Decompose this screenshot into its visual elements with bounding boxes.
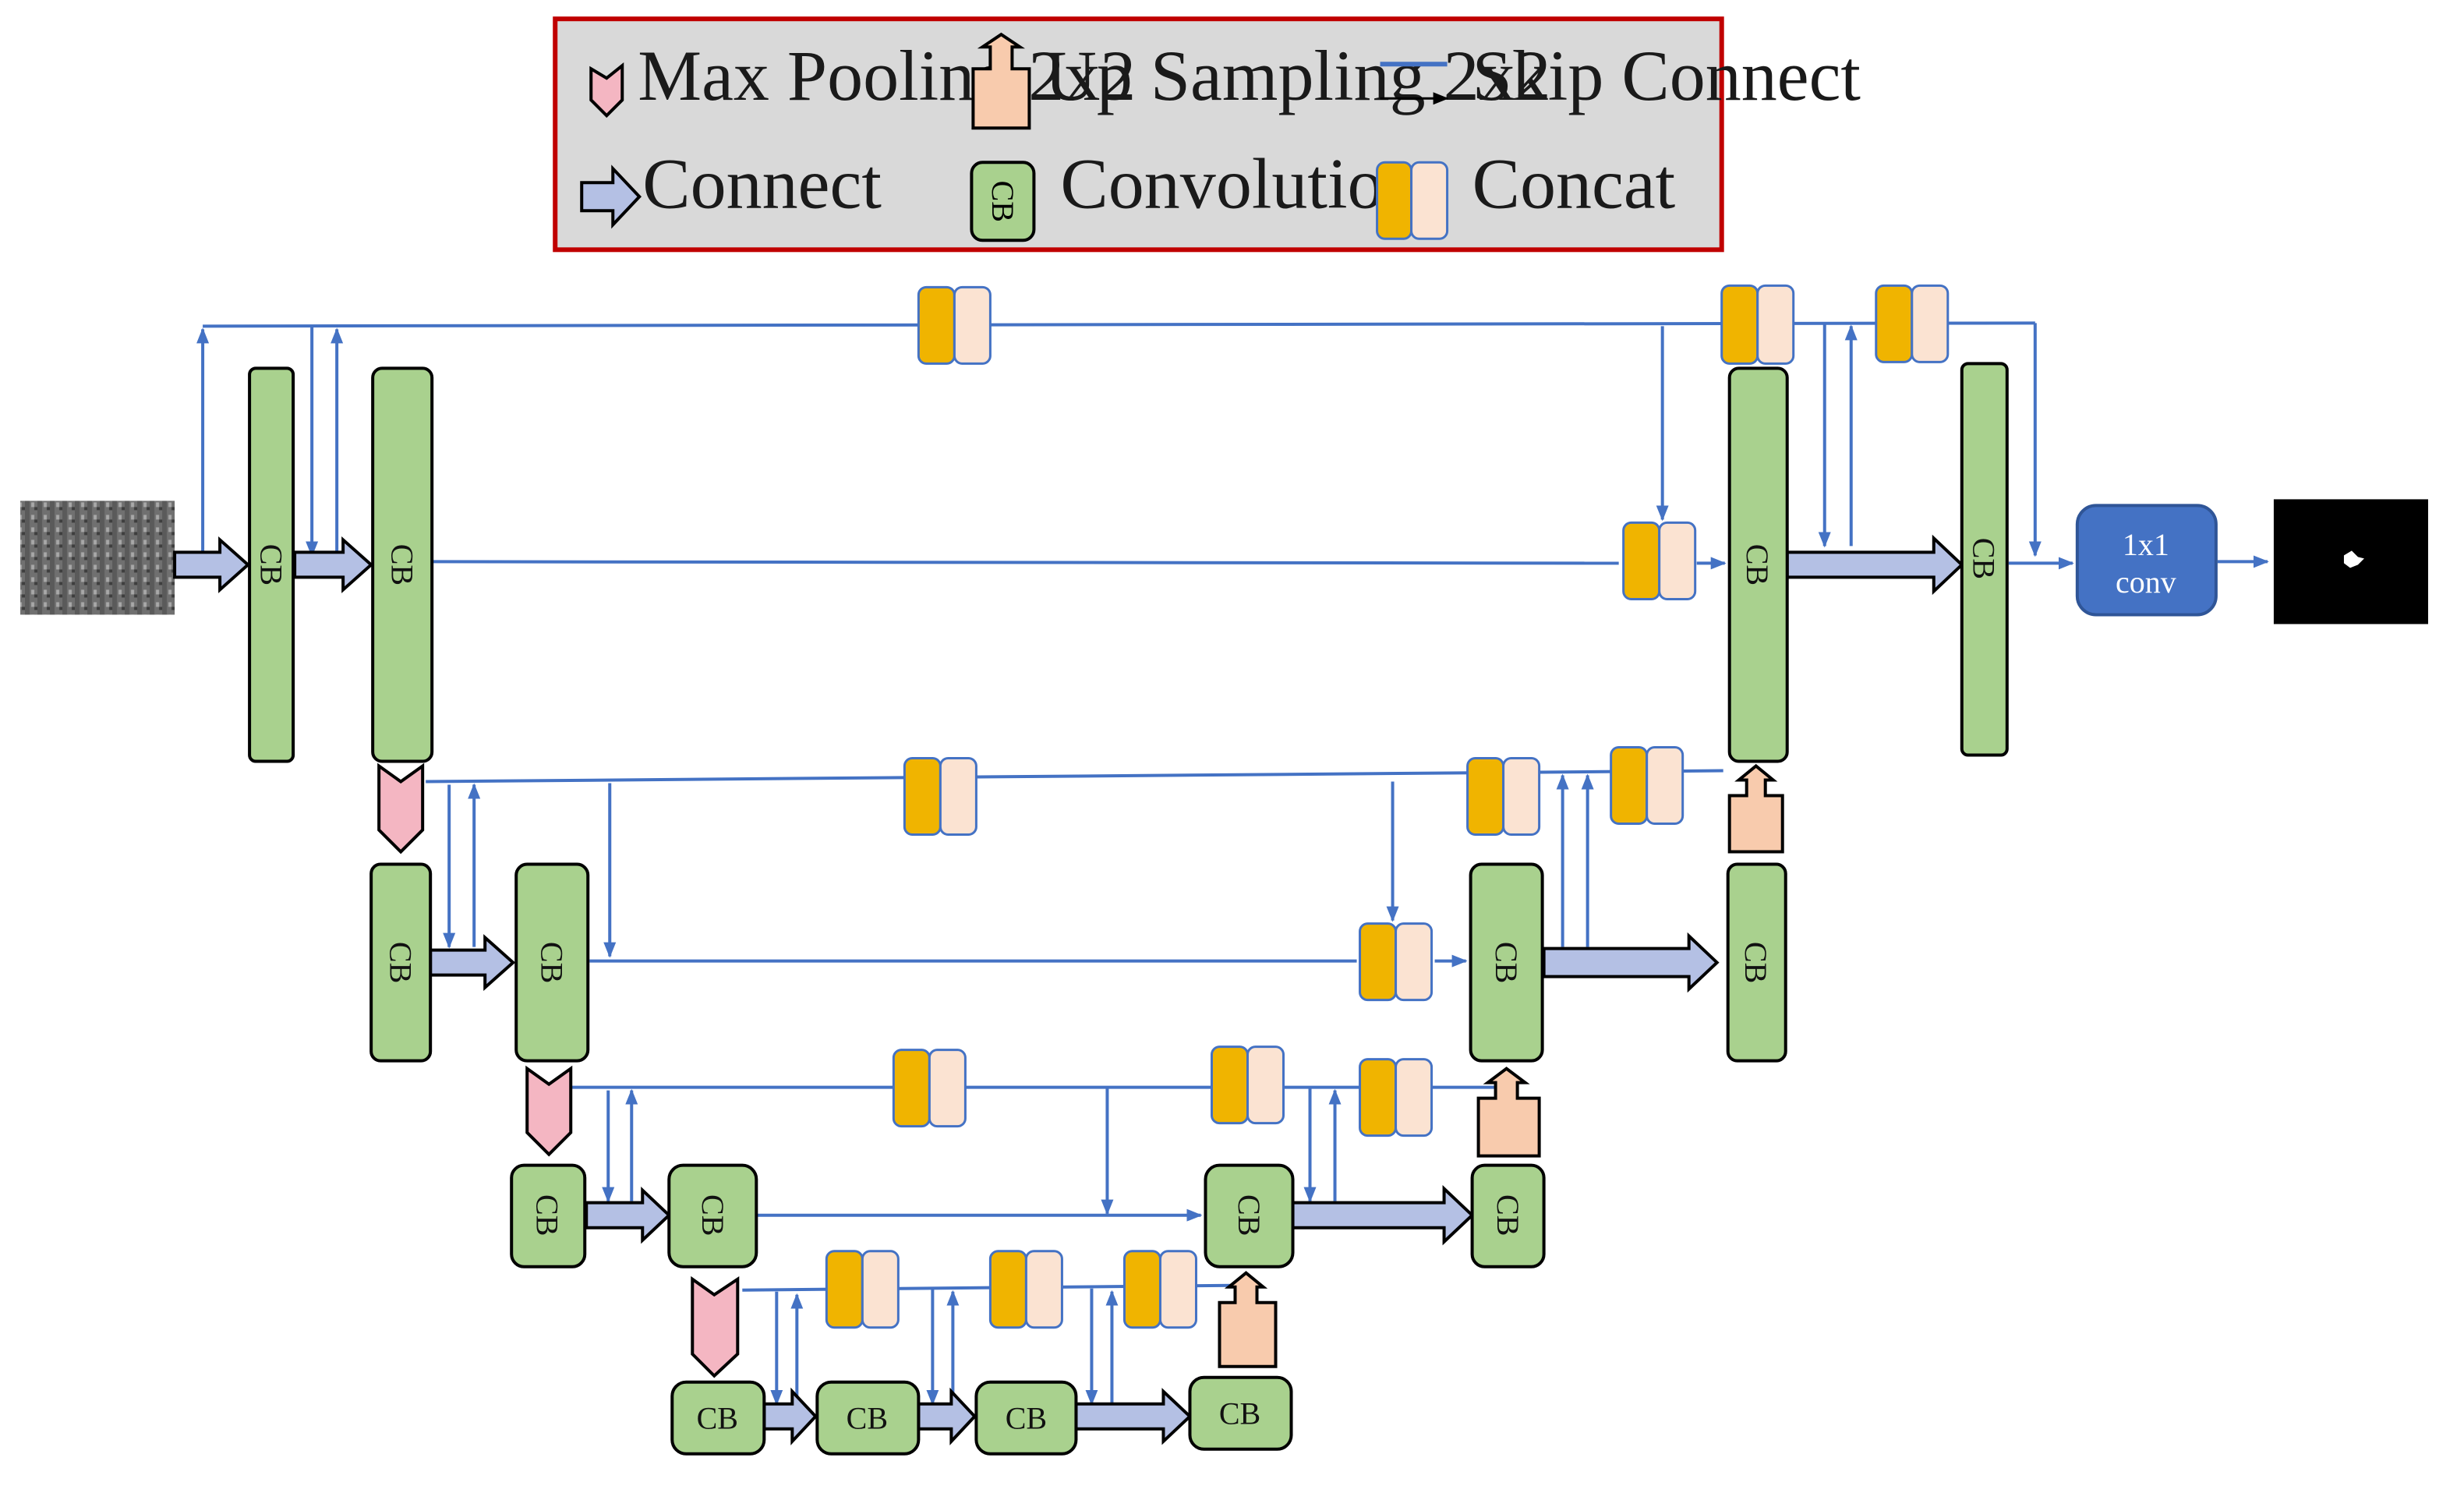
cb-label: CB [530,1194,565,1236]
concat-block [1875,284,1950,363]
cb-block [514,862,590,1063]
concat-block [1610,745,1684,826]
connect-arrows [173,534,1964,1445]
cb-block [248,366,295,763]
cb-block [1188,1375,1293,1451]
legend-concat-label: Concat [1472,143,1676,223]
up-sampling-block [1218,1271,1278,1368]
connect-arrow [1542,932,1720,993]
max-pooling-block [691,1275,740,1378]
cb-block [667,1163,758,1268]
legend-box [553,16,1724,253]
concat-block [825,1250,900,1329]
up-sampling-block [1727,763,1784,854]
legend-max-pooling-label: Max Pooling 2x2 [638,36,1136,115]
max-pooling-block [525,1065,573,1157]
cb-label: CB [1489,942,1524,983]
cb-label: CB [384,942,419,983]
output-mask-image [2273,499,2428,624]
concat-block [1622,521,1697,600]
concat-block [903,757,977,837]
concat-block [988,1250,1063,1329]
up-sampling-blocks [1218,763,1784,1368]
cb-label: CB [385,544,420,586]
concat-block [892,1049,967,1128]
cb-label: CB [1738,942,1773,983]
final-conv-label-line2: conv [2116,564,2176,600]
concat-icon [1376,161,1449,240]
concat-block [1122,1250,1197,1329]
connect-arrow [917,1387,977,1445]
up-sampling-icon [971,32,1031,130]
concat-block [1720,284,1795,365]
cb-block [670,1380,766,1456]
cb-label: CB [1740,544,1775,586]
max-pooling-icon [589,62,624,119]
cb-block [1470,1163,1546,1268]
cb-label: CB [1966,538,2001,579]
cb-block [369,862,433,1063]
connect-arrow [293,536,374,593]
connect-arrow [1785,534,1964,596]
concat-block [1359,1058,1434,1137]
cb-block [815,1380,921,1456]
connect-arrow [429,934,516,992]
cb-label: CB [1219,1396,1260,1431]
cb-label: CB [535,942,570,983]
cb-label: CB [254,544,289,586]
up-sampling-block [1476,1067,1541,1158]
concat-blocks [825,284,1950,1329]
cb-label: CB [847,1400,888,1435]
connect-arrow [173,536,251,593]
cb-block [1960,362,2009,757]
max-pooling-block [377,762,425,854]
convolution-icon [970,161,1036,242]
legend-connect-label: Connect [642,143,882,223]
legend-up-sampling-label: Up Sampling 2x2 [1045,36,1550,115]
final-conv-label-line1: 1x1 [2123,527,2169,562]
legend-convolution-label: Convolution [1060,143,1419,223]
cb-label: CB [695,1194,730,1236]
max-pooling-blocks [377,762,740,1378]
cb-label: CB [1006,1400,1047,1435]
legend-skip-connect-label: Skip Connect [1472,36,1861,115]
cb-label: CB [1490,1194,1525,1236]
cb-label: CB [1232,1194,1267,1236]
connect-arrow [1291,1185,1475,1246]
cb-block [371,366,434,763]
convolution-icon-label: CB [985,181,1020,222]
legend: Max Pooling 2x2 Up Sampling 2x2 Skip Con… [553,16,1861,253]
cb-block [1469,862,1544,1063]
concat-block [1466,757,1541,837]
cb-label: CB [697,1400,738,1435]
cb-block [1727,366,1789,763]
concat-block [917,285,992,365]
input-image [20,501,175,615]
cb-blocks [248,362,2009,1456]
cb-block [974,1380,1078,1456]
connect-arrow [762,1387,818,1445]
final-1x1-conv-block: 1x1 conv [2075,504,2218,617]
connect-icon [580,165,642,229]
cb-labels: CB CB CB CB CB CB CB CB CB CB CB CB CB C… [254,538,2002,1436]
concat-block [1210,1045,1285,1125]
connect-arrow [1074,1388,1193,1445]
connect-arrow [585,1187,672,1244]
cb-block [510,1163,587,1268]
cb-block [1726,862,1787,1063]
concat-block [1359,922,1434,1002]
cb-block [1204,1163,1295,1268]
